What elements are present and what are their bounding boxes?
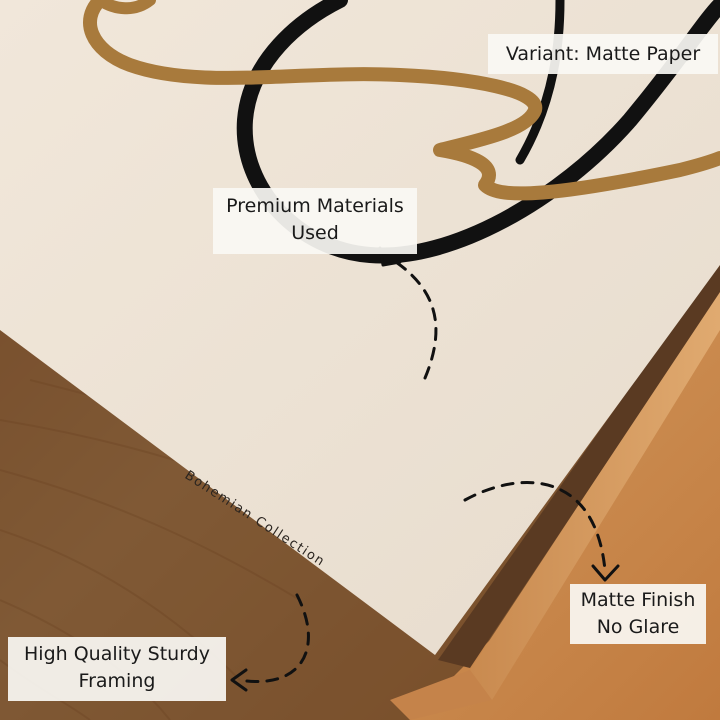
- matte-dashed-arrow: [463, 481, 607, 572]
- framing-dashed-arrow: [238, 593, 310, 683]
- premium-line-2: Used: [291, 222, 339, 244]
- matte-arrow-head: [591, 564, 620, 582]
- dashed-arrows: [238, 256, 607, 683]
- frame-inner-recess: [438, 260, 720, 668]
- frame-border: [470, 290, 720, 700]
- gold-brush-top: [94, 0, 156, 15]
- variant-label-text: Variant: Matte Paper: [505, 43, 701, 65]
- premium-line-1: Premium Materials: [226, 195, 404, 217]
- gold-brush-stroke: [83, 0, 720, 201]
- black-brush-stroke: [236, 0, 720, 264]
- framing-callout: High Quality Sturdy Framing: [8, 637, 226, 701]
- variant-callout: Variant: Matte Paper: [488, 34, 718, 74]
- matte-finish-callout: Matte Finish No Glare: [570, 584, 706, 644]
- framing-line-2: Framing: [78, 670, 156, 692]
- framing-line-1: High Quality Sturdy: [24, 643, 210, 665]
- paper-print: [0, 0, 720, 655]
- matte-line-2: No Glare: [596, 616, 680, 638]
- premium-materials-callout: Premium Materials Used: [213, 188, 417, 254]
- frame-bottom-edge: [390, 670, 492, 720]
- framing-arrow-head: [230, 668, 248, 692]
- premium-dashed-arrow: [388, 256, 438, 380]
- matte-line-1: Matte Finish: [580, 589, 696, 611]
